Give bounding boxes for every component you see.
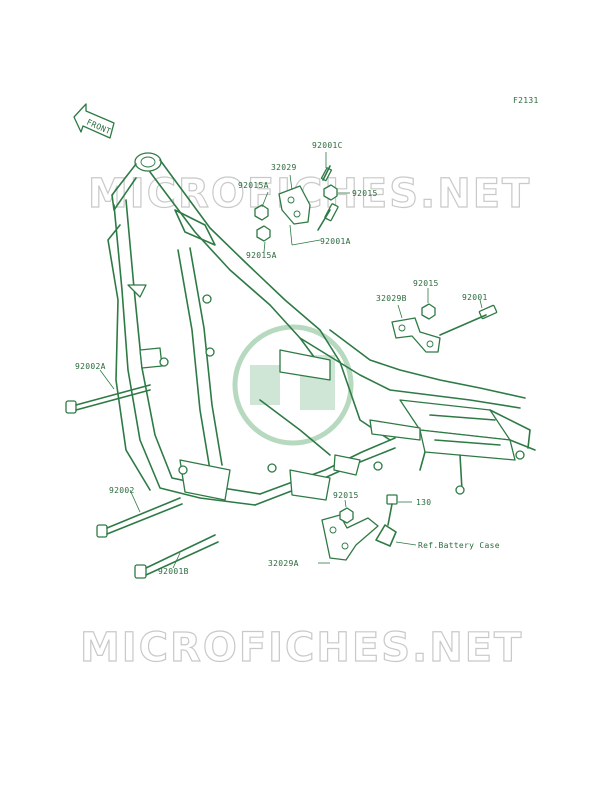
figure-code: F2131 bbox=[513, 96, 539, 105]
top-bracket-cluster bbox=[254, 165, 339, 242]
label-92002: 92002 bbox=[109, 486, 135, 495]
leaders-top bbox=[261, 152, 350, 253]
label-92015A-top: 92015A bbox=[238, 181, 269, 190]
motorcycle-frame bbox=[107, 152, 536, 506]
label-130: 130 bbox=[416, 498, 431, 507]
bracket-32029B bbox=[391, 317, 441, 353]
bolt-130 bbox=[386, 494, 398, 505]
bolt-92002-head bbox=[96, 524, 108, 538]
nut-92015-right bbox=[421, 303, 436, 320]
label-92015-top: 92015 bbox=[352, 189, 378, 198]
label-32029: 32029 bbox=[271, 163, 297, 172]
bolt-92001A bbox=[324, 203, 339, 222]
nut-92015A-top bbox=[254, 204, 269, 221]
label-32029B: 32029B bbox=[376, 294, 407, 303]
label-ref-battery-case: Ref.Battery Case bbox=[418, 541, 500, 550]
nut-92015-top bbox=[323, 184, 338, 201]
nut-92015A-bottom bbox=[256, 225, 271, 242]
label-92015-lower: 92015 bbox=[333, 491, 359, 500]
label-92015-right: 92015 bbox=[413, 279, 439, 288]
label-92001A: 92001A bbox=[320, 237, 351, 246]
bolt-92001B-head bbox=[134, 564, 147, 579]
label-92001C: 92001C bbox=[312, 141, 343, 150]
right-bracket-cluster bbox=[391, 288, 498, 353]
bracket-32029 bbox=[278, 185, 311, 225]
label-92015A-bottom: 92015A bbox=[246, 251, 277, 260]
nut-92015-lower bbox=[339, 507, 354, 524]
watermark-bottom: MICROFICHES.NET bbox=[80, 625, 523, 671]
bolt-92002A-head bbox=[65, 400, 77, 414]
front-arrow-icon: FRONT bbox=[73, 103, 115, 139]
lower-bracket-cluster bbox=[318, 494, 417, 564]
label-32029A: 32029A bbox=[268, 559, 299, 568]
label-92001B: 92001B bbox=[158, 567, 189, 576]
left-bolts bbox=[65, 369, 219, 579]
label-92001: 92001 bbox=[462, 293, 488, 302]
label-92002A: 92002A bbox=[75, 362, 106, 371]
